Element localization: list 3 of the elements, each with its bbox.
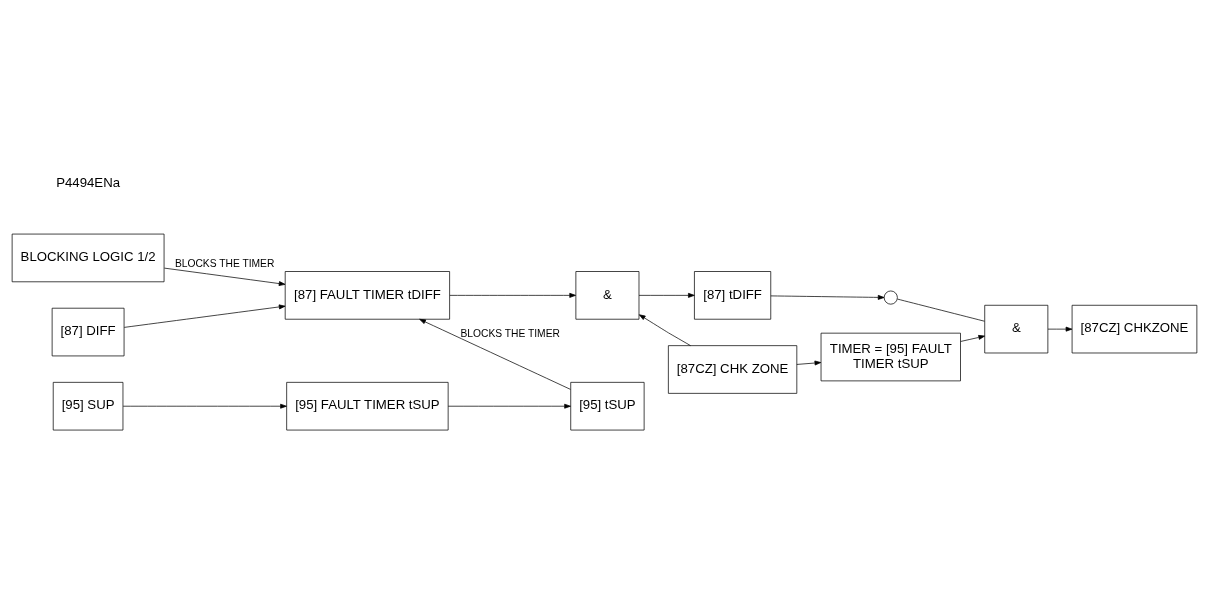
label: P4494ENa bbox=[56, 175, 121, 191]
edge-label: BLOCKS THE TIMER bbox=[174, 257, 275, 269]
edge-label: BLOCKS THE TIMER bbox=[460, 328, 560, 340]
